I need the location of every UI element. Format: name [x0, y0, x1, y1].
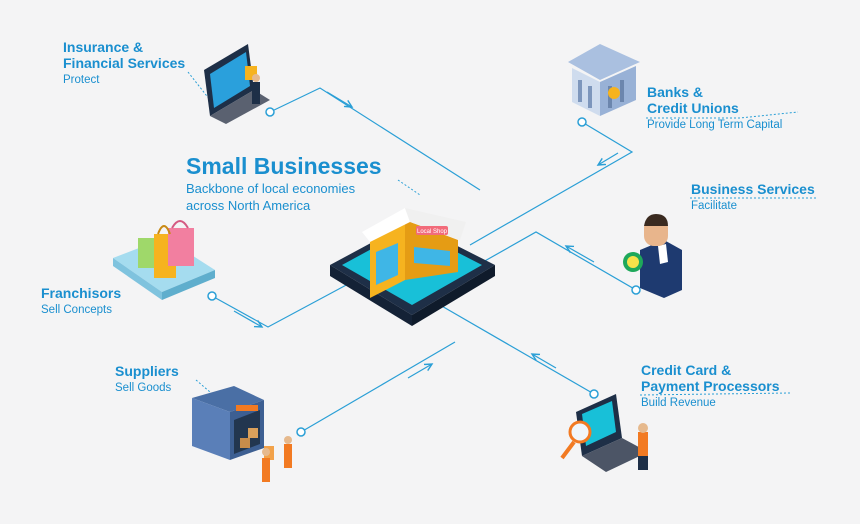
banks-subtitle: Provide Long Term Capital: [647, 119, 783, 131]
center-subtitle: Backbone of local economies across North…: [186, 181, 356, 213]
insurance-title-1: Insurance &: [63, 39, 144, 55]
connector-insurance: [269, 87, 481, 191]
banks-label: Banks & Credit Unions Provide Long Term …: [647, 84, 782, 133]
connector-creditcard: [439, 304, 595, 395]
connector-franchisors: [211, 282, 351, 328]
connector-banks: [469, 121, 634, 246]
business-services-title: Business Services: [691, 181, 815, 197]
shopping-bags-icon: [113, 220, 215, 300]
shop-sign: Local Shop: [417, 229, 448, 235]
shop-icon: Local Shop: [330, 208, 495, 326]
payment-laptop-icon: [560, 394, 648, 472]
business-services-subtitle: Facilitate: [691, 200, 738, 212]
businessman-icon: [623, 214, 682, 298]
warehouse-icon: [192, 386, 292, 482]
business-services-label: Business Services Facilitate: [691, 181, 815, 214]
credit-card-label: Credit Card & Payment Processors Build R…: [641, 362, 780, 411]
bank-icon: [568, 44, 640, 116]
credit-card-title-1: Credit Card &: [641, 362, 732, 378]
suppliers-label: Suppliers Sell Goods: [115, 363, 179, 396]
franchisors-title: Franchisors: [41, 285, 122, 301]
laptop-icon: [204, 44, 270, 124]
franchisors-label: Franchisors Sell Concepts: [41, 285, 121, 318]
connector-lines: [187, 71, 818, 433]
suppliers-subtitle: Sell Goods: [115, 382, 172, 394]
insurance-label: Insurance & Financial Services Protect: [63, 39, 185, 88]
franchisors-subtitle: Sell Concepts: [41, 304, 112, 316]
connector-nodes: [207, 107, 641, 437]
banks-title-1: Banks &: [647, 84, 704, 100]
connector-suppliers: [300, 341, 456, 433]
banks-title-2: Credit Unions: [647, 100, 739, 116]
insurance-title-2: Financial Services: [63, 55, 186, 71]
insurance-subtitle: Protect: [63, 74, 100, 86]
center-title: Small Businesses: [186, 153, 382, 179]
suppliers-title: Suppliers: [115, 363, 179, 379]
credit-card-subtitle: Build Revenue: [641, 397, 716, 409]
credit-card-title-2: Payment Processors: [641, 378, 780, 394]
